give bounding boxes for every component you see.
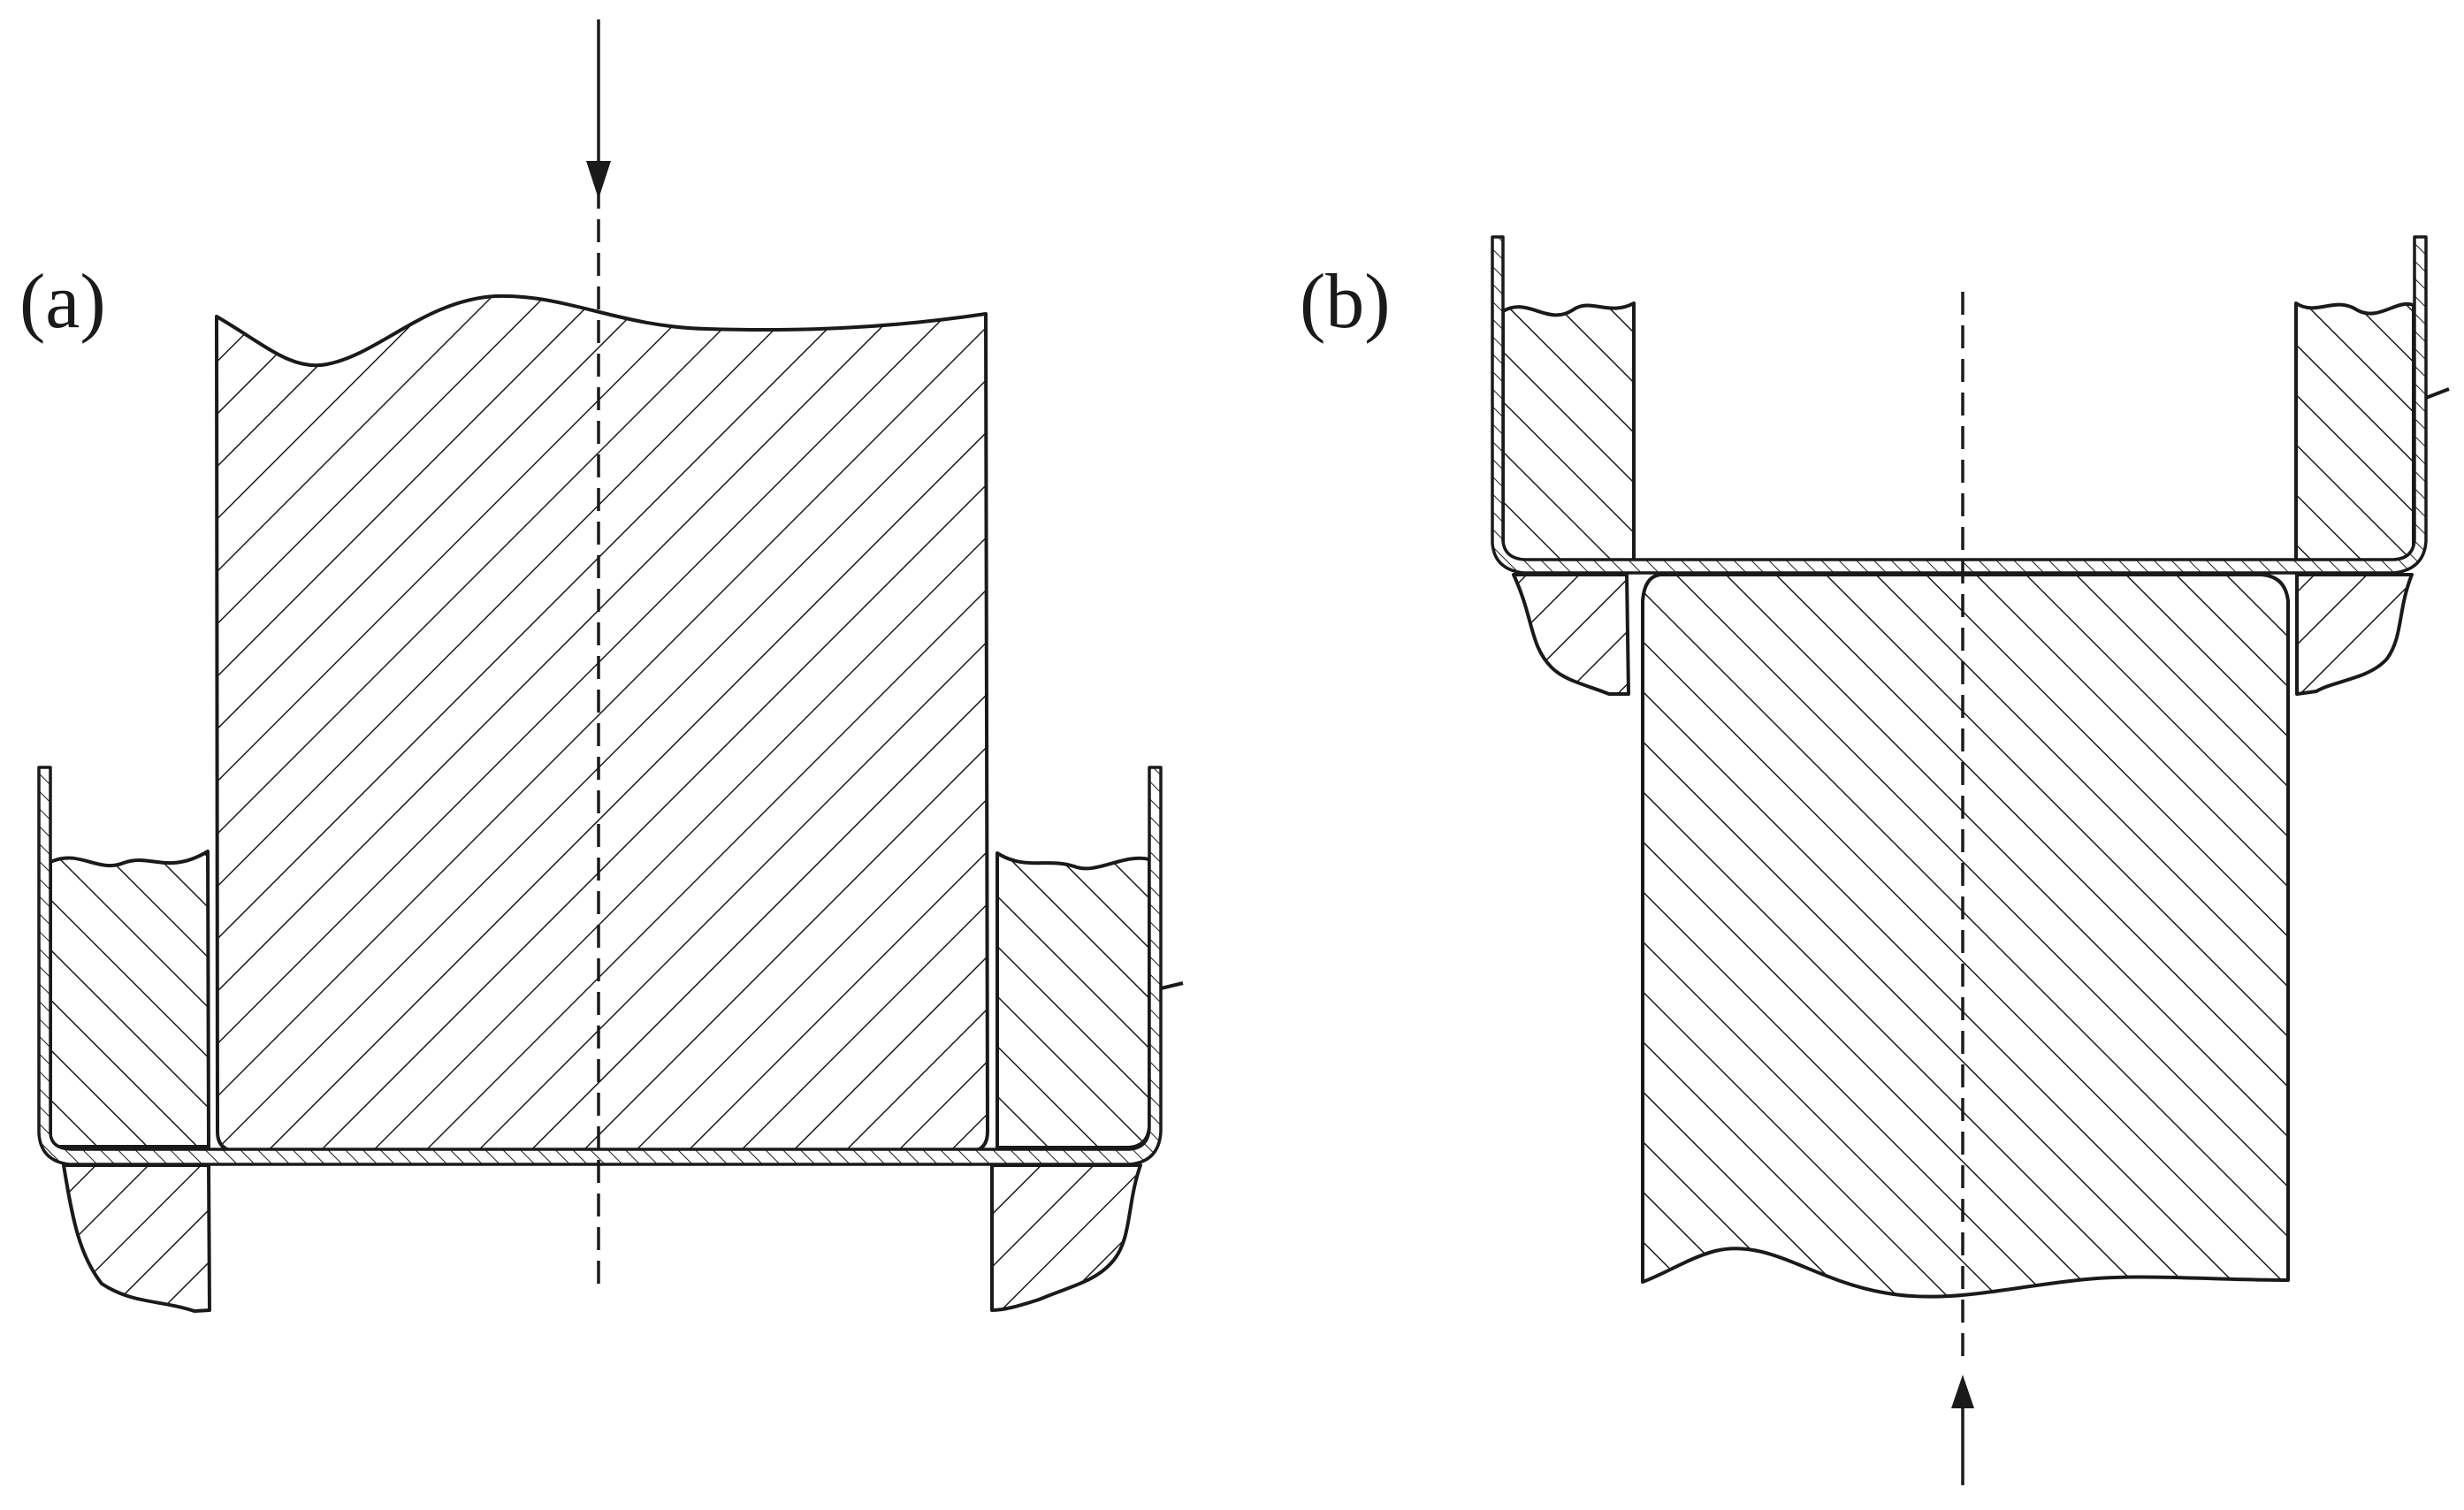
panel-b: (b) — [1300, 235, 2450, 1485]
sheet-edge-tick-a — [1160, 981, 1184, 990]
sheet-edge-tick-b — [2425, 387, 2450, 400]
die-left-a — [62, 1163, 211, 1313]
panel-a-label: (a) — [19, 259, 106, 345]
punch-b — [1641, 573, 2290, 1299]
force-arrow-head-b — [1951, 1375, 1974, 1408]
blank-holder-right-b — [2294, 301, 2415, 563]
panel-a: (a) — [19, 19, 1184, 1313]
blank-holder-right-a — [996, 851, 1151, 1149]
blank-holder-left-b — [1501, 301, 1636, 563]
sheet-b — [1491, 235, 2428, 575]
punch-a — [215, 294, 989, 1153]
blank-holder-left-a — [49, 850, 210, 1148]
sheet-a — [37, 766, 1163, 1166]
die-right-b — [2295, 573, 2414, 696]
die-left-b — [1512, 573, 1630, 696]
die-right-a — [990, 1163, 1142, 1312]
force-arrow-head-a — [586, 161, 611, 199]
panel-b-label: (b) — [1300, 259, 1391, 345]
